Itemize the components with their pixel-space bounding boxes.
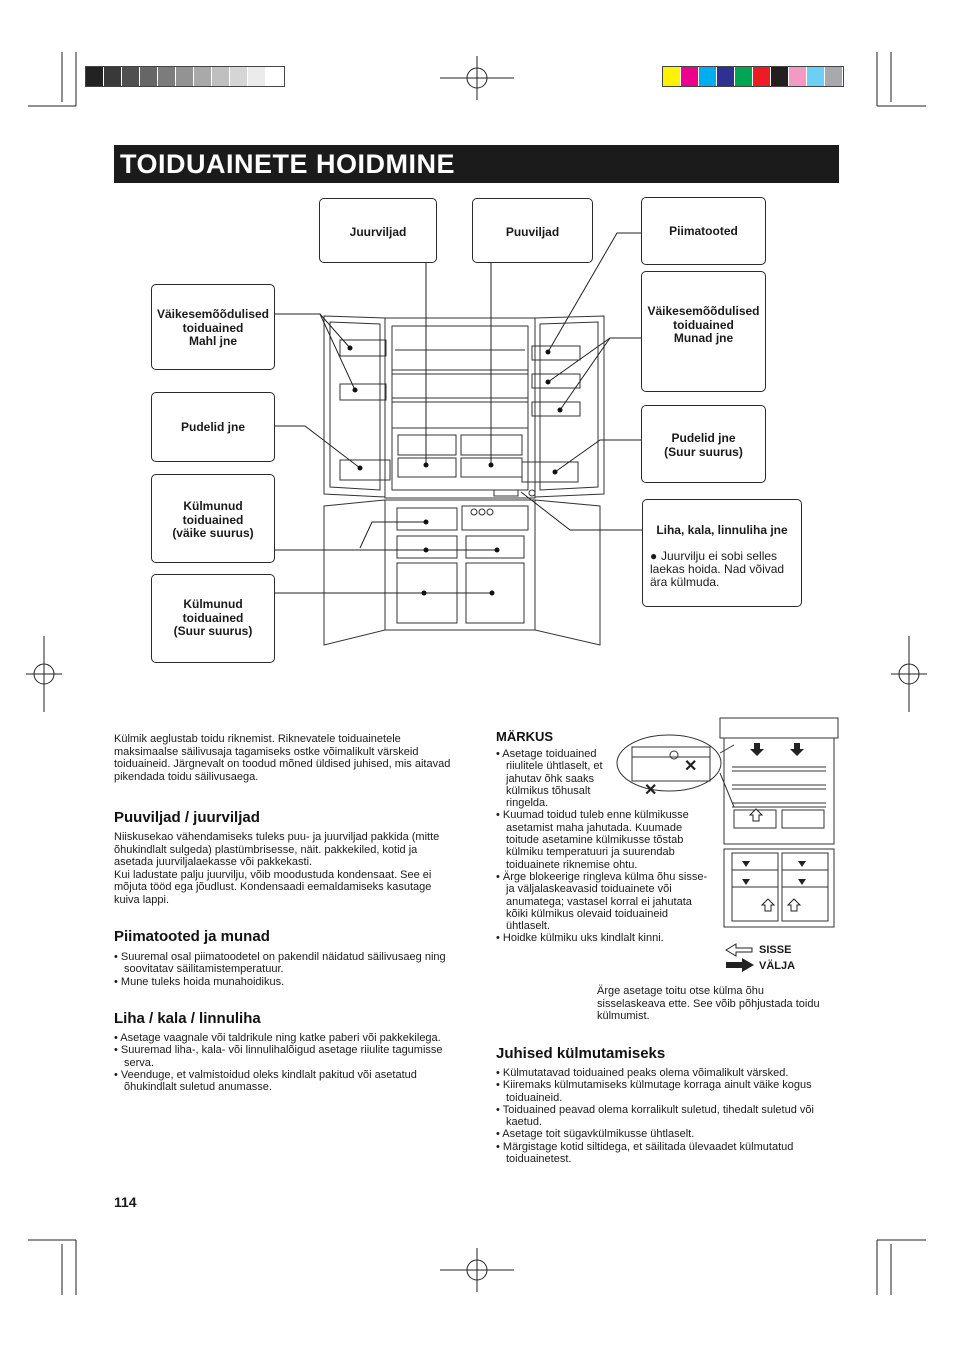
label-juurviljad: Juurviljad	[319, 198, 437, 263]
list-item: • Märgistage kotid siltidega, et säilita…	[496, 1140, 794, 1166]
heading-fruit: Puuviljad / juurviljad	[114, 809, 260, 826]
swatch	[122, 67, 140, 86]
swatch	[176, 67, 194, 86]
list-item: • Külmutatavad toiduained peaks olema võ…	[496, 1067, 789, 1079]
airflow-diagram: ✕ ✕	[616, 717, 839, 928]
list-item: • Asetage toiduained riiulitele ühtlasel…	[496, 748, 603, 810]
list-item: • Ärge blokeerige ringleva külma õhu sis…	[496, 870, 708, 933]
airflow-legend-arrows	[725, 943, 754, 972]
swatch	[158, 67, 176, 86]
list-item: • Veenduge, et valmistoidud oleks kindla…	[114, 1068, 417, 1094]
label-small-food-left: Väikesemõõdulised toiduained Mahl jne	[151, 284, 275, 370]
svg-text:✕: ✕	[684, 758, 697, 775]
swatch	[230, 67, 248, 86]
swatch	[104, 67, 122, 86]
swatch	[807, 67, 825, 86]
swatch	[266, 67, 284, 86]
label-bottles-left: Pudelid jne	[151, 392, 275, 462]
swatch	[753, 67, 771, 86]
heading-note: MÄRKUS	[496, 729, 554, 744]
swatch	[194, 67, 212, 86]
list-item: • Mune tuleks hoida munahoidikus.	[114, 975, 285, 988]
swatch	[735, 67, 753, 86]
label-bottles-right: Pudelid jne (Suur suurus)	[641, 405, 766, 483]
swatch	[140, 67, 158, 86]
swatch	[248, 67, 266, 86]
label-piimatooted: Piimatooted	[641, 197, 766, 265]
swatch	[681, 67, 699, 86]
fridge-diagram	[274, 232, 800, 646]
note-list: • Asetage toiduained riiulitele ühtlasel…	[496, 748, 711, 945]
color-calibration-bar	[662, 66, 844, 87]
heading-meat: Liha / kala / linnuliha	[114, 1010, 261, 1027]
page-title: TOIDUAINETE HOIDMINE	[114, 145, 839, 183]
swatch	[86, 67, 104, 86]
heading-freezing: Juhised külmutamiseks	[496, 1045, 666, 1062]
heading-dairy: Piimatooted ja munad	[114, 928, 270, 945]
label-frozen-small: Külmunud toiduained (väike suurus)	[151, 474, 275, 563]
meat-list: • Asetage vaagnale või taldrikule ning k…	[114, 1032, 454, 1093]
list-item: • Suuremal osal piimatoodetel on pakendi…	[114, 951, 446, 976]
dairy-list: • Suuremal osal piimatoodetel on pakendi…	[114, 951, 462, 988]
label-meat-drawer: Liha, kala, linnuliha jne ●Juurvilju ei …	[642, 499, 802, 607]
swatch	[717, 67, 735, 86]
intro-text: Külmik aeglustab toidu riknemist. Riknev…	[114, 733, 451, 783]
swatch	[771, 67, 789, 86]
list-item: • Toiduained peavad olema korralikult su…	[496, 1103, 814, 1129]
list-item: • Asetage toit sügavkülmikusse ühtlaselt…	[496, 1128, 695, 1141]
legend-out-label: VÄLJA	[759, 960, 796, 972]
gray-calibration-bar	[85, 66, 285, 87]
swatch	[699, 67, 717, 86]
list-item: • Kiiremaks külmutamiseks külmutage korr…	[496, 1079, 812, 1104]
page-number: 114	[114, 1194, 137, 1210]
fruit-text: Niiskusekao vähendamiseks tuleks puu- ja…	[114, 831, 440, 906]
legend-in-label: SISSE	[759, 944, 792, 956]
swatch	[789, 67, 807, 86]
freezing-list: • Külmutatavad toiduained peaks olema võ…	[496, 1067, 836, 1165]
label-frozen-large: Külmunud toiduained (Suur suurus)	[151, 574, 275, 663]
airflow-caption: Ärge asetage toitu otse külma õhu sissel…	[597, 985, 820, 1023]
swatch	[663, 67, 681, 86]
swatch	[212, 67, 230, 86]
label-puuviljad: Puuviljad	[472, 198, 593, 263]
list-item: • Kuumad toidud tuleb enne külmikusse as…	[496, 809, 689, 871]
svg-text:✕: ✕	[644, 782, 657, 799]
list-item: • Suuremad liha-, kala- või linnulihalõi…	[114, 1044, 443, 1069]
list-item: • Asetage vaagnale või taldrikule ning k…	[114, 1032, 441, 1044]
swatch	[825, 67, 843, 86]
meat-drawer-note: ●Juurvilju ei sobi selles laekas hoida. …	[650, 548, 785, 589]
label-small-food-right: Väikesemõõdulised toiduained Munad jne	[641, 271, 766, 392]
list-item: • Hoidke külmiku uks kindlalt kinni.	[496, 932, 664, 945]
